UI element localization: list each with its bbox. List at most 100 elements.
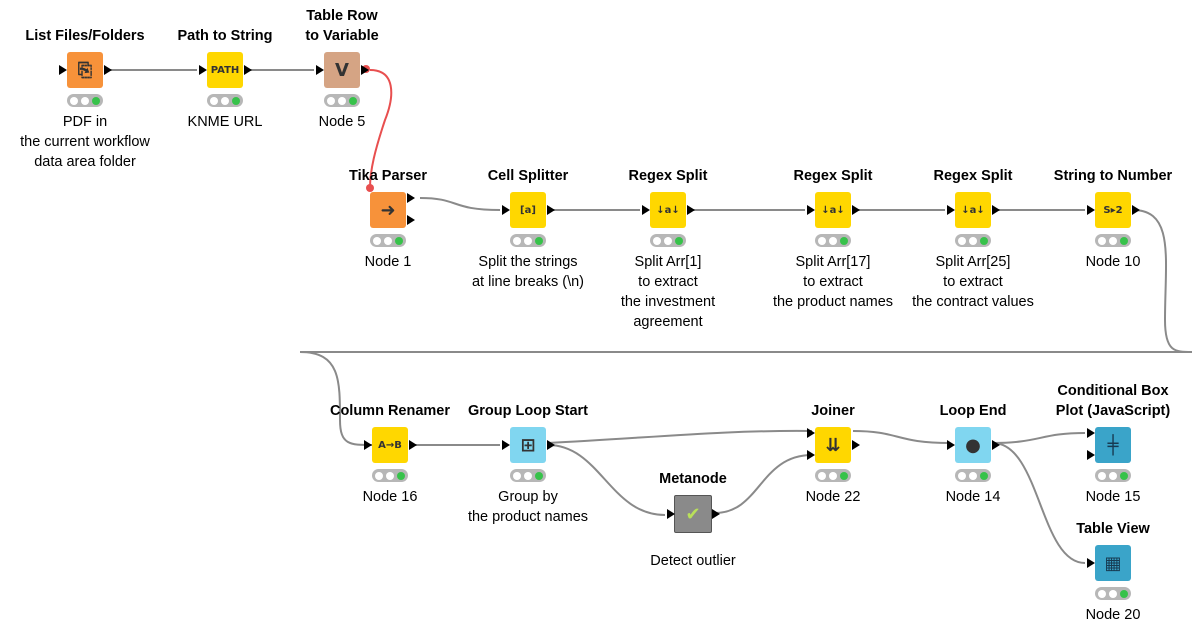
status-light — [513, 471, 521, 480]
node-label: Node 20 — [1085, 607, 1141, 623]
loop-end-icon[interactable]: ● — [947, 427, 1000, 463]
node-label: Node 14 — [945, 489, 1001, 505]
input-port[interactable] — [502, 205, 510, 215]
node-label: Split the strings at line breaks (\n) — [471, 254, 585, 290]
status-light-green — [535, 236, 543, 245]
node-joiner[interactable]: Joiner⇊Node 22 — [733, 403, 933, 507]
status-light-green — [1120, 471, 1128, 480]
input-port[interactable] — [199, 65, 207, 75]
node-table-view[interactable]: Table View▦Node 20 — [1013, 521, 1200, 625]
status-light — [221, 96, 229, 105]
output-port[interactable] — [992, 440, 1000, 450]
node-title: Conditional Box Plot (JavaScript) — [1055, 383, 1171, 419]
status-lights — [207, 94, 243, 107]
input-port[interactable] — [947, 205, 955, 215]
input-port[interactable] — [807, 428, 815, 438]
regex-icon[interactable]: ↓a↓ — [947, 192, 1000, 228]
status-light — [818, 236, 826, 245]
files-icon[interactable]: ⎘ — [59, 52, 112, 88]
input-port[interactable] — [1087, 205, 1095, 215]
check-icon[interactable]: ✔ — [667, 495, 720, 533]
node-list-files[interactable]: List Files/Folders⎘PDF in the current wo… — [0, 28, 185, 172]
status-light — [384, 236, 392, 245]
status-light — [1098, 589, 1106, 598]
input-port[interactable] — [947, 440, 955, 450]
node-metanode[interactable]: Metanode✔Detect outlier — [593, 471, 793, 571]
output-port[interactable] — [852, 205, 860, 215]
input-port[interactable] — [364, 440, 372, 450]
node-group-loop-start[interactable]: Group Loop Start⊞Group by the product na… — [428, 403, 628, 527]
status-lights — [370, 234, 406, 247]
output-ports — [686, 192, 696, 228]
output-port[interactable] — [547, 205, 555, 215]
node-label: Node 15 — [1085, 489, 1141, 505]
input-port[interactable] — [642, 205, 650, 215]
path-icon[interactable]: PATH — [199, 52, 252, 88]
status-light-green — [1120, 589, 1128, 598]
output-port[interactable] — [361, 65, 369, 75]
output-port[interactable] — [712, 509, 720, 519]
splitter-icon[interactable]: [a] — [502, 192, 555, 228]
node-cell-splitter[interactable]: Cell Splitter [a] Split the strings at lin… — [428, 168, 628, 292]
output-port[interactable] — [104, 65, 112, 75]
variable-icon[interactable]: V — [316, 52, 369, 88]
status-light — [513, 236, 521, 245]
input-port[interactable] — [807, 450, 815, 460]
boxplot-icon[interactable]: ╪ — [1087, 427, 1131, 463]
parser-icon[interactable]: ➜ — [370, 192, 415, 228]
input-port[interactable] — [1087, 450, 1095, 460]
output-ports — [1131, 427, 1141, 463]
output-port[interactable] — [407, 193, 415, 203]
input-port[interactable] — [667, 509, 675, 519]
input-port[interactable] — [502, 440, 510, 450]
node-label: Group by the product names — [467, 489, 589, 525]
node-conditional-box-plot[interactable]: Conditional Box Plot (JavaScript) ╪ Node 1… — [1013, 383, 1200, 507]
input-ports — [197, 52, 207, 88]
node-glyph: ╪ — [1107, 434, 1119, 456]
input-port[interactable] — [1087, 558, 1095, 568]
node-title: Regex Split — [793, 168, 873, 184]
input-port[interactable] — [59, 65, 67, 75]
table-icon[interactable]: ▦ — [1087, 545, 1131, 581]
node-regex-split-25[interactable]: Regex Split↓a↓Split Arr[25] to extract t… — [873, 168, 1073, 312]
input-ports — [640, 192, 650, 228]
node-tika-parser[interactable]: Tika Parser➜Node 1 — [288, 168, 488, 272]
output-ports — [851, 427, 861, 463]
output-port[interactable] — [409, 440, 417, 450]
node-glyph: ➜ — [380, 199, 396, 221]
node-regex-split-1[interactable]: Regex Split↓a↓Split Arr[1] to extract th… — [568, 168, 768, 332]
input-port[interactable] — [807, 205, 815, 215]
joiner-icon[interactable]: ⇊ — [807, 427, 860, 463]
link-loopend-to-tableview — [992, 442, 1086, 564]
input-port[interactable] — [316, 65, 324, 75]
node-loop-end[interactable]: Loop End●Node 14 — [873, 403, 1073, 507]
output-port[interactable] — [547, 440, 555, 450]
node-regex-split-17[interactable]: Regex Split↓a↓Split Arr[17] to extract t… — [733, 168, 933, 312]
node-label: KNME URL — [187, 114, 263, 130]
status-light — [969, 236, 977, 245]
output-port[interactable] — [992, 205, 1000, 215]
output-port[interactable] — [687, 205, 695, 215]
regex-icon[interactable]: ↓a↓ — [807, 192, 860, 228]
link-tika-to-splitter — [419, 197, 501, 211]
input-port[interactable] — [1087, 428, 1095, 438]
link-joiner-to-loopend — [852, 430, 951, 444]
regex-icon[interactable]: ↓a↓ — [642, 192, 695, 228]
status-light — [958, 236, 966, 245]
output-port[interactable] — [407, 215, 415, 225]
output-port[interactable] — [244, 65, 252, 75]
node-title: Joiner — [811, 403, 855, 419]
string-number-icon[interactable]: S▸2 — [1087, 192, 1140, 228]
status-lights — [955, 469, 991, 482]
output-port[interactable] — [1132, 205, 1140, 215]
rename-icon[interactable]: A→B — [364, 427, 417, 463]
node-title: Cell Splitter — [487, 168, 569, 184]
output-port[interactable] — [852, 440, 860, 450]
loop-start-icon[interactable]: ⊞ — [502, 427, 555, 463]
output-ports — [546, 192, 556, 228]
